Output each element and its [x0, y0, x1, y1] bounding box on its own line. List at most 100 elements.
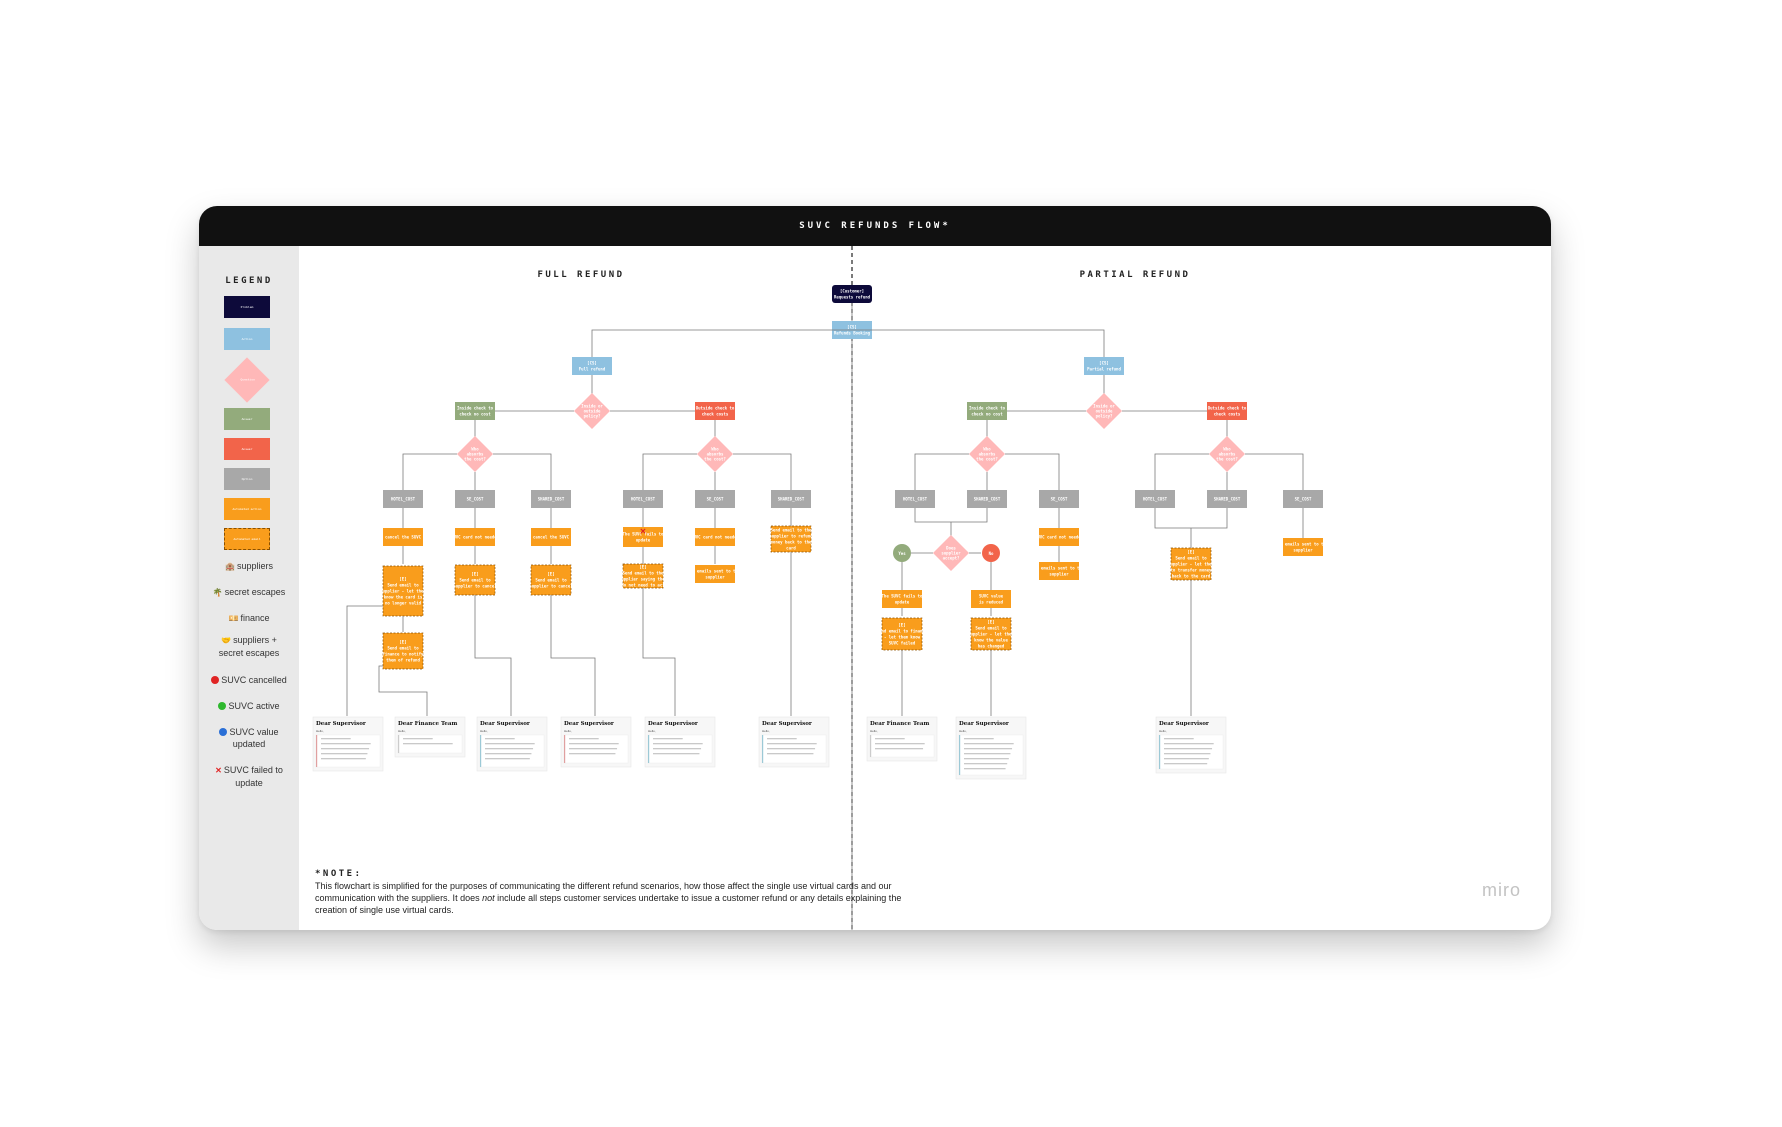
full-in-shared-cost-label: SHARED_COST — [538, 497, 565, 502]
email-full-finance-accent — [398, 735, 400, 753]
email-partial-supervisor-2-greeting: Hello, — [1159, 729, 1167, 733]
full-outside-who-absorbs-label: the cost? — [704, 457, 726, 462]
partial-no-label: No — [989, 551, 994, 556]
partial-policy-question-label: Inside or — [1093, 404, 1115, 409]
email-full-supervisor-4-text-line — [653, 743, 703, 745]
full-out-shared-action-label: money back to the — [771, 540, 813, 545]
partial-no-email-label: know the value — [974, 638, 1008, 643]
full-inside-policy-label: check no cost — [459, 412, 491, 417]
miro-logo: miro — [1482, 880, 1521, 900]
email-full-supervisor-1-text-line — [321, 738, 351, 740]
full-out-hotel-email-label: Send email to the — [623, 571, 665, 576]
full-in-se-cost-label: SE_COST — [467, 497, 484, 502]
partial-yes-action — [882, 590, 922, 608]
partial-outside-who-absorbs-label: Who — [1223, 447, 1231, 452]
partial-out-se-cost — [1283, 490, 1323, 508]
full-in-hotel-email — [382, 565, 424, 617]
legend-glyph-icon: ✕ — [215, 766, 222, 775]
legend-icon-suvc-failed-to-update: ✕SUVC failed to update — [214, 764, 284, 789]
full-inside-who-absorbs-label: absorbs — [467, 452, 484, 457]
partial-in-se-cost — [1039, 490, 1079, 508]
connector — [378, 665, 428, 716]
connector — [591, 329, 852, 358]
email-full-supervisor-4-accent — [648, 735, 650, 763]
legend-swatch-automated-action: Automated action — [224, 498, 270, 520]
legend-swatch-action: Action — [224, 328, 270, 350]
full-outside-who-absorbs-label: absorbs — [707, 452, 724, 457]
partial-in-se-email-label: No emails sent to the — [1034, 566, 1085, 571]
email-full-supervisor-4-text-line — [653, 753, 700, 755]
full-in-se-email — [454, 564, 496, 596]
connector — [733, 453, 792, 494]
partial-no-email-label: [E] — [987, 620, 994, 625]
email-full-supervisor-1-greeting: Hello, — [316, 729, 324, 733]
partial-supplier-question-label: Does — [946, 546, 956, 551]
legend-swatch-question: Question — [224, 357, 270, 403]
email-partial-supervisor-1-text-line — [964, 758, 1009, 760]
email-full-supervisor-4-title: Dear Supervisor — [648, 721, 698, 727]
full-in-finance-email-label: Send email to — [387, 646, 419, 651]
partial-no-email — [970, 617, 1012, 651]
legend-glyph-icon: 🌴 — [212, 588, 223, 597]
legend-question-label: Question — [240, 377, 255, 382]
email-partial-finance-title: Dear Finance Team — [870, 721, 929, 727]
partial-in-se-action-label: SUVC card not needed — [1035, 535, 1084, 540]
status-dot-icon — [219, 728, 228, 736]
footnote-line1: This flowchart is simplified for the pur… — [315, 881, 892, 903]
email-full-supervisor-5-text-line — [767, 748, 816, 750]
legend-icon-label: suppliers + secret escapes — [218, 635, 280, 658]
legend-swatch-answer: Answer — [224, 438, 270, 460]
email-full-finance-greeting: Hello, — [398, 729, 406, 733]
full-inside-who-absorbs-label: the cost? — [464, 457, 486, 462]
email-full-supervisor-3-title: Dear Supervisor — [564, 721, 614, 727]
partial-no-email-label: Send email to — [975, 626, 1007, 631]
email-partial-supervisor-2-text-line — [1164, 748, 1213, 750]
start-node-label: [Customer] — [840, 289, 864, 294]
connector — [642, 453, 697, 494]
full-outside-who-absorbs — [697, 436, 733, 472]
full-out-se-email-label: No emails sent to the — [690, 569, 741, 574]
full-in-hotel-email-label: supplier - let them — [380, 589, 426, 594]
email-full-supervisor-2-text-line — [485, 753, 532, 755]
full-out-shared-cost-label: SHARED_COST — [778, 497, 805, 502]
partial-out-email — [1170, 547, 1212, 581]
email-full-supervisor-3-greeting: Hello, — [564, 729, 572, 733]
partial-inside-who-absorbs-label: Who — [983, 447, 991, 452]
full-in-hotel-email-label: know the card is — [384, 595, 423, 600]
full-refund-heading: FULL REFUND — [537, 270, 624, 280]
legend-swatch-option: Option — [224, 468, 270, 490]
email-full-supervisor-2-text-line — [485, 758, 530, 760]
full-out-hotel-email-label: do not need to act — [621, 583, 665, 588]
full-out-shared-cost — [771, 490, 811, 508]
partial-yes-email-label: - let them know — [884, 635, 921, 640]
full-outside-policy — [695, 402, 735, 420]
full-in-se-action-label: SUVC card not needed — [451, 535, 500, 540]
footnote-line2: include all steps customer services unde… — [315, 893, 902, 915]
full-in-hotel-cost-label: HOTEL_COST — [391, 497, 416, 502]
full-in-se-email-label: Send email to — [459, 578, 491, 583]
partial-inside-who-absorbs-label: absorbs — [979, 452, 996, 457]
partial-refund-node-label: Partial refund — [1087, 367, 1121, 372]
legend-title: LEGEND — [225, 276, 273, 286]
partial-policy-question-label: policy? — [1096, 414, 1113, 419]
full-in-se-action — [455, 528, 495, 546]
partial-in-shared-cost-label: SHARED_COST — [974, 497, 1001, 502]
full-outside-policy-label: Outside check to — [696, 406, 735, 411]
email-full-supervisor-5-text-line — [767, 743, 817, 745]
email-full-supervisor-3-text-line — [569, 748, 618, 750]
legend-glyph-icon: 🤝 — [221, 636, 232, 645]
legend-swatch-answer: Answer — [224, 408, 270, 430]
full-policy-question-label: outside — [584, 409, 601, 414]
full-out-se-cost-label: SE_COST — [707, 497, 724, 502]
partial-out-email-label: [E] — [1187, 550, 1194, 555]
full-out-se-action — [695, 528, 735, 546]
full-refund-node — [572, 357, 612, 375]
full-out-hotel-email — [622, 563, 664, 589]
email-partial-finance-accent — [870, 735, 872, 757]
connector — [346, 605, 383, 716]
email-partial-supervisor-2-text-line — [1164, 753, 1211, 755]
partial-inside-policy — [967, 402, 1007, 420]
email-partial-finance-text-line — [875, 738, 905, 740]
email-full-supervisor-2-text-line — [485, 748, 534, 750]
